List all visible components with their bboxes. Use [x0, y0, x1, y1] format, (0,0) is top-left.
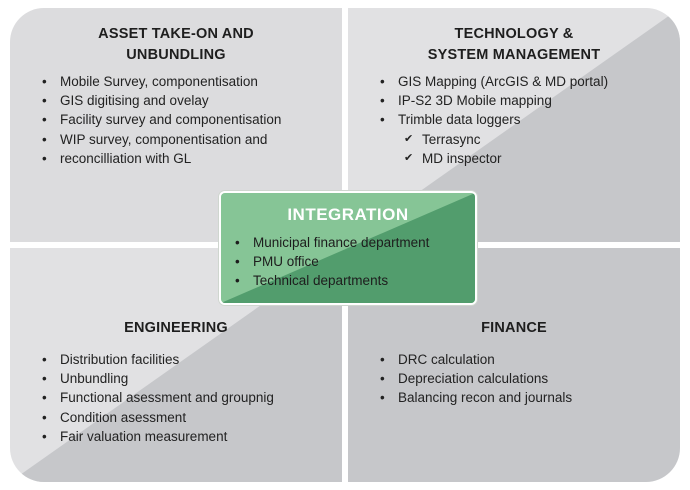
- sub-list-item: ✔MD inspector: [402, 149, 502, 168]
- quadrant-engineering: ENGINEERING Distribution facilities Unbu…: [10, 248, 342, 482]
- list-item: Fair valuation measurement: [40, 427, 274, 446]
- list-item: Municipal finance department: [233, 233, 429, 252]
- list-item: WIP survey, componentisation and: [40, 130, 281, 149]
- asset-take-on-list: Mobile Survey, componentisation GIS digi…: [40, 72, 281, 168]
- integration-list: Municipal finance department PMU office …: [233, 233, 429, 291]
- list-item: DRC calculation: [378, 350, 572, 369]
- list-item: Trimble data loggers: [378, 110, 608, 129]
- quadrant-title: ASSET TAKE-ON AND UNBUNDLING: [98, 26, 254, 63]
- list-item: Mobile Survey, componentisation: [40, 72, 281, 91]
- list-item-continuation: reconcilliation with GL: [40, 149, 281, 168]
- list-item: IP-S2 3D Mobile mapping: [378, 91, 608, 110]
- list-item: PMU office: [233, 252, 429, 271]
- list-item: GIS Mapping (ArcGIS & MD portal): [378, 72, 608, 91]
- trimble-sublist: ✔Terrasync ✔MD inspector: [402, 130, 502, 168]
- list-item: Technical departments: [233, 271, 429, 290]
- list-item: Unbundling: [40, 369, 274, 388]
- finance-list: DRC calculation Depreciation calculation…: [378, 350, 572, 408]
- sub-list-item: ✔Terrasync: [402, 130, 502, 149]
- technology-list: GIS Mapping (ArcGIS & MD portal) IP-S2 3…: [378, 72, 608, 130]
- list-item: Facility survey and componentisation: [40, 110, 281, 129]
- quadrant-title: TECHNOLOGY & SYSTEM MANAGEMENT: [427, 26, 601, 63]
- checkmark-icon: ✔: [404, 133, 414, 145]
- engineering-list: Distribution facilities Unbundling Funct…: [40, 350, 274, 446]
- checkmark-icon: ✔: [404, 152, 414, 165]
- list-item: Functional asessment and groupnig: [40, 388, 274, 407]
- list-item: Condition asessment: [40, 408, 274, 427]
- quadrant-technology: TECHNOLOGY & SYSTEM MANAGEMENT GIS Mappi…: [348, 8, 680, 242]
- list-item: GIS digitising and ovelay: [40, 91, 281, 110]
- integration-box: INTEGRATION Municipal finance department…: [219, 191, 477, 305]
- quadrant-title: ENGINEERING: [124, 320, 228, 336]
- list-item: Distribution facilities: [40, 350, 274, 369]
- list-item: Balancing recon and journals: [378, 388, 572, 407]
- quadrant-title: FINANCE: [481, 320, 547, 336]
- list-item: Depreciation calculations: [378, 369, 572, 388]
- quadrant-asset-take-on: ASSET TAKE-ON AND UNBUNDLING Mobile Surv…: [10, 8, 342, 242]
- integration-title: INTEGRATION: [287, 205, 409, 224]
- quadrant-finance: FINANCE DRC calculation Depreciation cal…: [348, 248, 680, 482]
